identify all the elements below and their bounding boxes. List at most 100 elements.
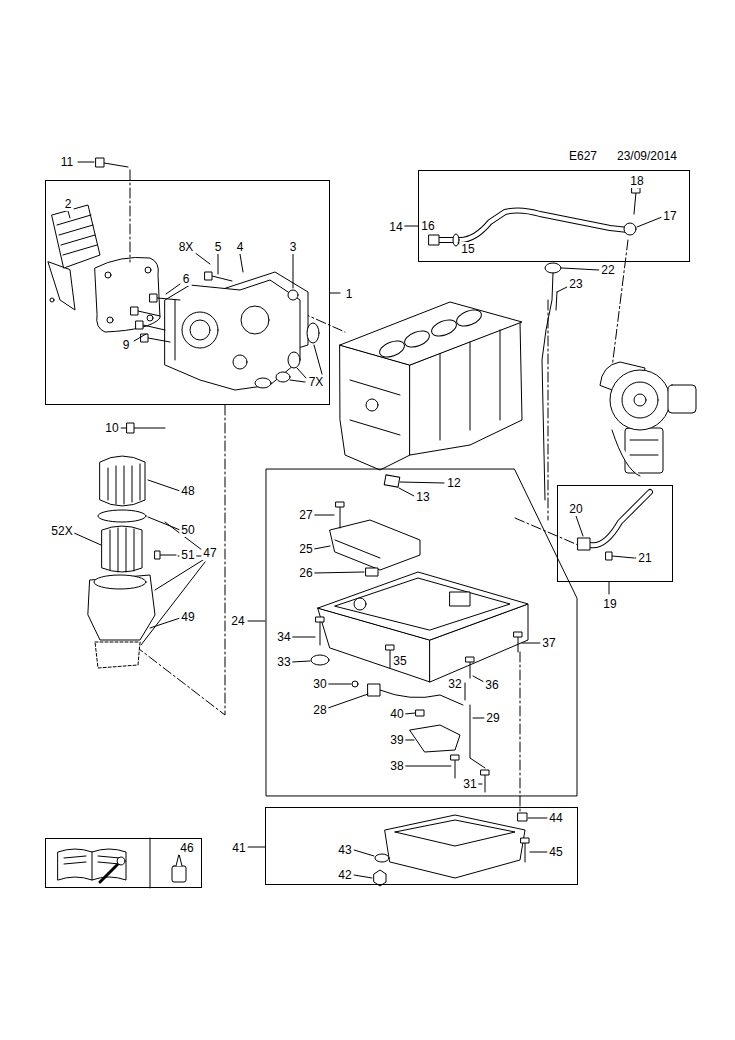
return-pipe [578, 492, 650, 560]
dash-dot-line [515, 518, 578, 545]
date-stamp: 23/09/2014 [615, 149, 679, 163]
bolt [134, 428, 165, 429]
gasket [95, 257, 160, 332]
engine-block [402, 328, 431, 350]
callout-number: 44 [547, 811, 564, 825]
upper-oil-pan [311, 572, 528, 682]
leader-line [293, 254, 294, 288]
leader-line [314, 546, 330, 549]
upper-oil-pan [450, 592, 470, 606]
upper-oil-pan [320, 622, 321, 645]
bolt [96, 158, 104, 167]
leader-line [165, 522, 202, 550]
manual-icon [150, 838, 151, 888]
group-number: 41 [230, 841, 247, 855]
engine-block [429, 317, 458, 339]
bolt [138, 311, 160, 316]
leader-line [166, 284, 180, 294]
lower-oil-pan [374, 813, 529, 886]
callout-number: 6 [181, 272, 192, 286]
bolt [104, 163, 128, 167]
oil-sensor [465, 683, 466, 700]
leader-line [314, 345, 322, 374]
oil-cooler [61, 235, 95, 245]
oil-filter [155, 551, 160, 559]
leader-line [399, 488, 414, 496]
leader-line [314, 572, 364, 573]
oil-pickup [455, 760, 456, 778]
callout-number: 20 [567, 502, 584, 516]
callout-number: 21 [636, 551, 653, 565]
callout-number: 23 [567, 277, 584, 291]
manual-icon [176, 854, 182, 866]
callout-number: 17 [661, 209, 678, 223]
seal-ring [307, 323, 319, 343]
leader-line [134, 334, 146, 341]
leader-line [68, 211, 70, 218]
lower-oil-pan [521, 838, 529, 843]
leader-line [121, 428, 126, 429]
engine-block [500, 330, 501, 420]
dipstick [542, 273, 553, 500]
oil-filter [94, 575, 146, 589]
callout-number: 27 [297, 508, 314, 522]
upper-oil-pan [316, 617, 324, 622]
return-pipe [612, 556, 634, 558]
oil-sensor [352, 681, 358, 687]
engine-block [350, 380, 400, 395]
callout-number: 9 [121, 338, 132, 352]
bolt [157, 298, 180, 300]
leader-line [155, 560, 203, 590]
upper-oil-pan [386, 645, 394, 650]
oil-pipe [453, 234, 459, 246]
callout-number: 38 [388, 759, 405, 773]
callout-number: 48 [179, 484, 196, 498]
front-housing [190, 320, 210, 340]
leader-line [78, 162, 94, 163]
upper-oil-pan [335, 578, 510, 630]
oil-cooler [52, 205, 100, 268]
leader-line [354, 850, 374, 856]
drawing-code: E627 [567, 149, 599, 163]
tick-line [248, 847, 265, 848]
oil-sensor [380, 690, 463, 705]
callout-number: 12 [445, 476, 462, 490]
leader-line [576, 516, 583, 536]
manual-icon [92, 852, 93, 880]
front-housing [165, 280, 300, 390]
drawing-line [48, 158, 696, 888]
bolt [148, 338, 170, 342]
oil-filter [116, 466, 117, 504]
manual-icon [64, 862, 86, 864]
leader-line [528, 818, 548, 819]
leader-line [328, 694, 368, 708]
callout-number: 18 [628, 174, 645, 188]
leader-line [74, 533, 101, 545]
group-number: 46 [178, 841, 195, 855]
oil-filter [134, 529, 135, 571]
oil-cooler [63, 245, 97, 255]
turbocharger [600, 362, 696, 476]
leader-line [292, 661, 310, 662]
upper-oil-pan [318, 572, 528, 640]
group-number: 14 [387, 220, 404, 234]
oil-filter [118, 528, 119, 572]
upper-oil-pan [470, 662, 471, 678]
front-housing [182, 312, 218, 348]
gasket [95, 257, 160, 332]
front-housing [241, 306, 269, 334]
callout-number: 49 [179, 610, 196, 624]
engine-block [440, 354, 441, 440]
manual-icon [98, 856, 120, 858]
oil-filter [110, 530, 111, 570]
oil-filter [140, 464, 141, 500]
return-pipe [590, 492, 650, 545]
leader-line [405, 740, 414, 741]
dash-dot-line [130, 170, 628, 812]
leader-line [141, 562, 205, 645]
callout-number: 37 [540, 636, 557, 650]
oil-cooler [59, 225, 93, 235]
lower-oil-pan [518, 813, 527, 821]
callout-number: 34 [275, 630, 292, 644]
oil-cooler [50, 298, 54, 302]
